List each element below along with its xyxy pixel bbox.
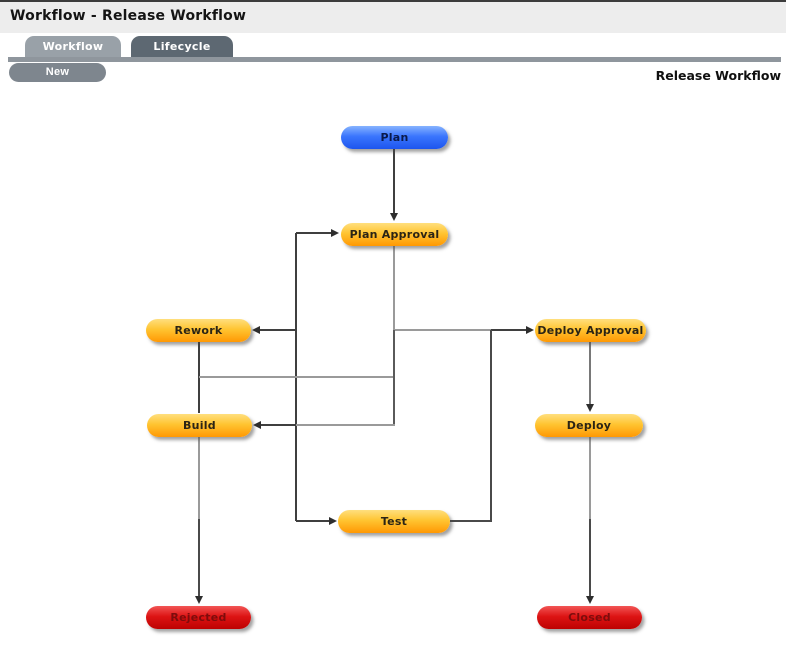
connector-segment-into-closed-top xyxy=(589,519,591,598)
connector-segment-center-trunk-lower xyxy=(393,330,395,426)
new-button[interactable]: New xyxy=(9,63,106,82)
node-build[interactable]: Build xyxy=(147,414,252,437)
arrow-into-closed xyxy=(585,596,594,604)
arrow-into-deploy xyxy=(585,404,594,412)
connector-segment-plan-to-plan-approval xyxy=(393,149,395,215)
view-title: Release Workflow xyxy=(655,68,781,83)
connector-segment-center-to-right-trunk xyxy=(395,329,491,331)
connector-segment-mid-horizontal-gray xyxy=(199,376,395,378)
tab-workflow[interactable]: Workflow xyxy=(25,36,121,57)
arrow-into-rework xyxy=(252,325,260,334)
connector-segment-build-row-gray xyxy=(296,424,395,426)
node-deploy[interactable]: Deploy xyxy=(535,414,643,437)
connector-segment-deploy-approval-to-deploy xyxy=(589,342,591,405)
tab-lifecycle[interactable]: Lifecycle xyxy=(131,36,233,57)
arrow-into-rejected xyxy=(194,596,203,604)
arrow-into-test xyxy=(329,516,337,525)
connector-segment-test-to-right-trunk xyxy=(450,520,492,522)
title-bar: Workflow - Release Workflow xyxy=(0,0,786,33)
connector-segment-plan-approval-stub-down xyxy=(393,246,395,331)
tab-underline-bar xyxy=(8,57,781,62)
node-closed[interactable]: Closed xyxy=(537,606,642,629)
connector-segment-into-test-left xyxy=(296,520,329,522)
arrow-into-deploy-approval xyxy=(526,325,534,334)
connector-segment-into-deploy-approval-left xyxy=(491,329,527,331)
node-deploy-approval[interactable]: Deploy Approval xyxy=(535,319,646,342)
node-plan-approval[interactable]: Plan Approval xyxy=(341,223,448,246)
connector-segment-into-rework-right xyxy=(259,329,296,331)
node-rework[interactable]: Rework xyxy=(146,319,251,342)
node-test[interactable]: Test xyxy=(338,510,450,533)
connector-segment-right-trunk-vertical xyxy=(490,330,492,521)
connector-segment-build-stub-down xyxy=(198,437,200,519)
page-title: Workflow - Release Workflow xyxy=(10,8,247,24)
connector-segment-into-build-right xyxy=(259,424,296,426)
arrow-into-plan-approval-top xyxy=(389,213,398,221)
node-plan[interactable]: Plan xyxy=(341,126,448,149)
arrow-into-plan-approval-left xyxy=(331,228,339,237)
node-rejected[interactable]: Rejected xyxy=(146,606,251,629)
connector-segment-deploy-stub-down xyxy=(589,437,591,519)
connector-segment-into-plan-approval-left xyxy=(296,232,332,234)
connector-segment-into-rejected-top xyxy=(198,519,200,598)
arrow-into-build xyxy=(253,420,261,429)
